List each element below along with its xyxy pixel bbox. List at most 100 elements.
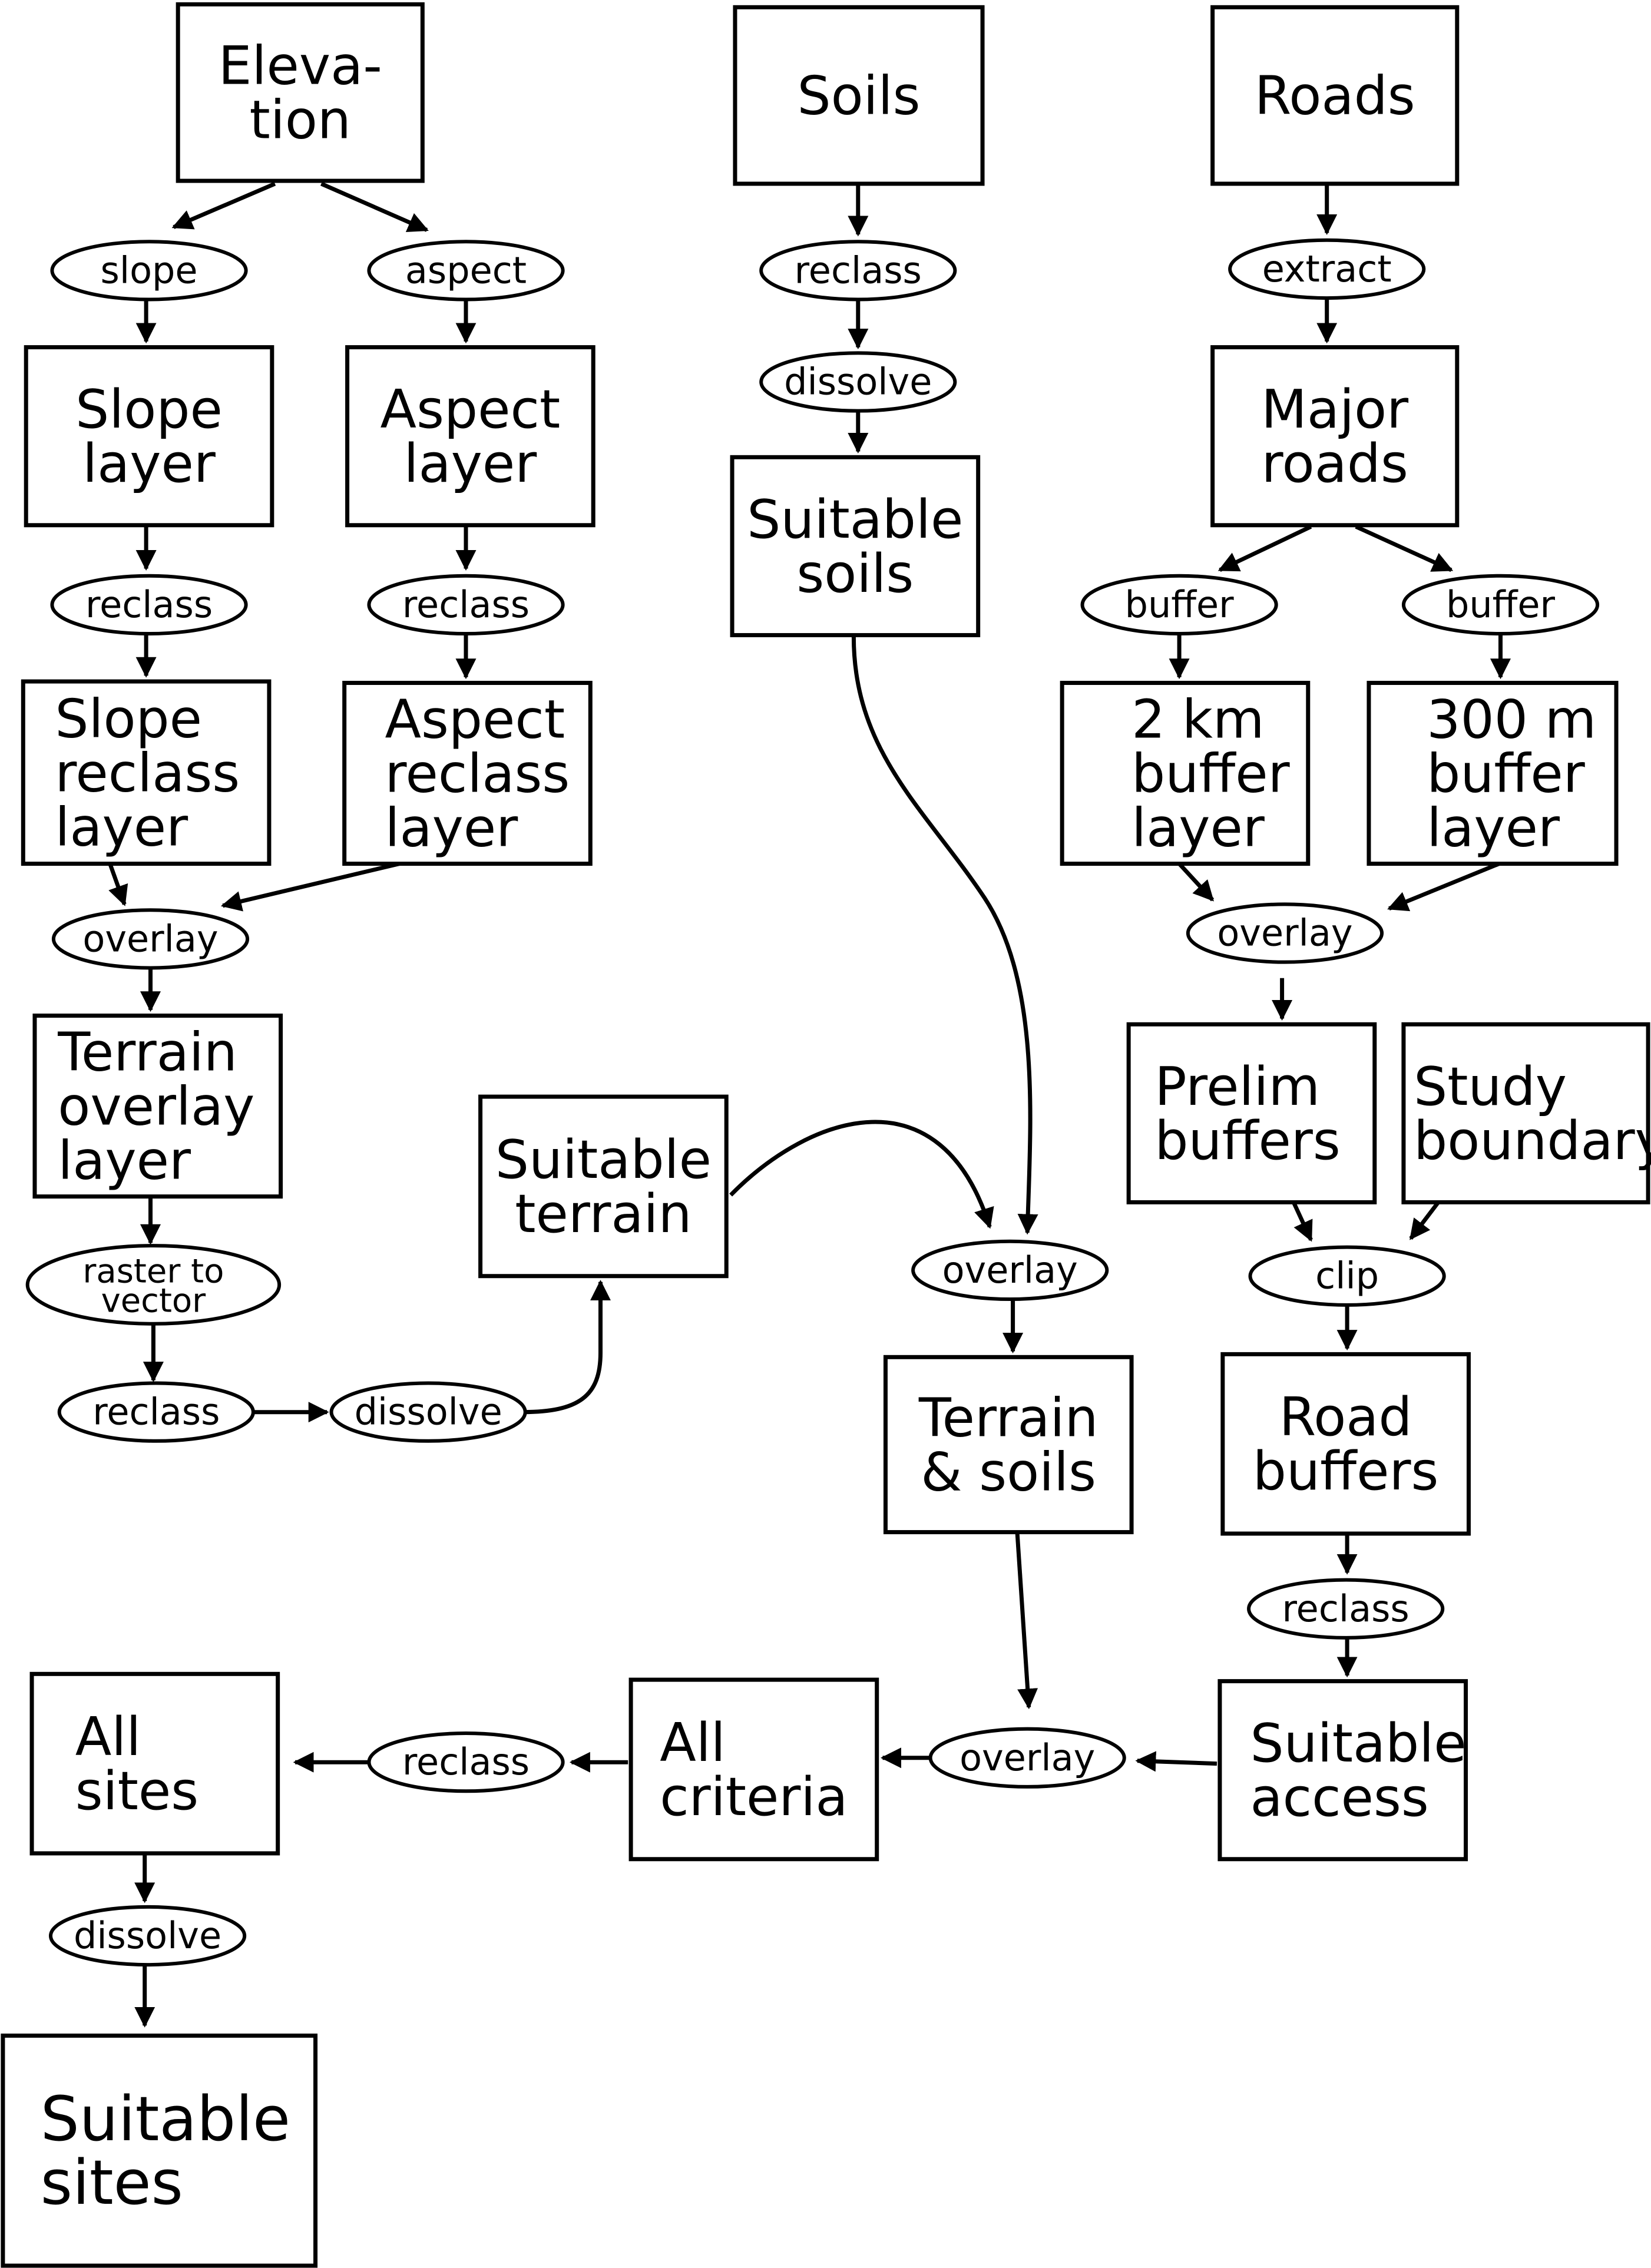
prelim-buffers-label-line: buffers: [1154, 1110, 1340, 1172]
soils-box: Soils: [733, 5, 985, 186]
aspect-reclass-layer-label-line: Aspect: [385, 689, 565, 751]
sites-dissolve-operation-label: dissolve: [74, 1914, 221, 1957]
slope-layer-label-line: layer: [82, 433, 216, 495]
major-roads-label-line: roads: [1262, 433, 1408, 495]
elevation-label-line: tion: [250, 90, 351, 151]
aspect-layer-label-line: Aspect: [381, 379, 561, 441]
slope-reclass-operation-label: reclass: [85, 583, 213, 626]
terrain-overlay-layer-label-line: overlay: [58, 1076, 254, 1138]
elevation-label-line: Eleva-: [219, 35, 382, 97]
buffer-2km-layer-label-line: buffer: [1131, 743, 1290, 805]
suitable-access-label-line: access: [1250, 1767, 1429, 1829]
300m-layer-to-overlay-arrow: [1387, 862, 1500, 912]
suitable-sites-label-line: Suitable: [41, 2083, 290, 2155]
terrain-reclass-operation-label: reclass: [92, 1390, 220, 1433]
aspect-layer-label-line: layer: [404, 433, 537, 495]
aspect-operation: aspect: [367, 240, 565, 302]
terrain-soils-to-final-overlay-arrow: [1015, 1532, 1038, 1710]
major-roads-to-buffer-2km-arrow: [1217, 525, 1312, 572]
study-boundary-to-clip-arrow: [1409, 1201, 1440, 1240]
slope-reclass-operation: reclass: [50, 574, 248, 635]
terrain-soils-box: Terrain& soils: [883, 1355, 1134, 1535]
terrain-soils-label-line: Terrain: [918, 1387, 1099, 1449]
suitable-sites-label-line: sites: [41, 2147, 183, 2219]
study-boundary-label-line: Study: [1414, 1056, 1567, 1118]
buffer-2km-operation: buffer: [1080, 574, 1278, 635]
slope-operation-label: slope: [101, 249, 198, 292]
terrain-soils-label-line: & soils: [921, 1441, 1096, 1503]
prelim-buffers-label-line: Prelim: [1154, 1056, 1320, 1118]
buffer-300m-operation: buffer: [1401, 574, 1600, 635]
major-roads-to-buffer-300m-arrow: [1355, 525, 1454, 572]
buffer-300m-layer-label-line: layer: [1427, 797, 1560, 859]
aspect-reclass-layer-label-line: layer: [385, 797, 518, 859]
slope-reclass-layer-label-line: reclass: [55, 742, 240, 804]
all-criteria-label-line: criteria: [660, 1766, 848, 1828]
suitable-soils-label-line: soils: [796, 543, 914, 605]
elevation-to-slope-arrow: [171, 181, 276, 230]
buffer-2km-layer-label-line: 2 km: [1131, 689, 1265, 751]
road-buffers-label-line: buffers: [1253, 1441, 1438, 1502]
all-sites-label-line: All: [75, 1706, 141, 1768]
terrain-dissolve-operation: dissolve: [329, 1381, 527, 1443]
connectors: [108, 181, 1511, 2028]
sites-dissolve-operation: dissolve: [48, 1905, 247, 1967]
slope-layer-label-line: Slope: [75, 379, 223, 441]
aspect-reclass-operation: reclass: [367, 574, 565, 635]
terrain-soils-overlay-operation: overlay: [911, 1239, 1109, 1302]
buffer-2km-layer-label-line: layer: [1131, 797, 1265, 859]
aspect-reclass-layer-label-line: reclass: [385, 743, 570, 805]
clip-operation-label: clip: [1315, 1254, 1379, 1297]
suitable-terrain-label-line: terrain: [515, 1183, 691, 1245]
dissolve-to-suitable-terrain-arrow: [522, 1280, 611, 1415]
terrain-soils-overlay-operation-label: overlay: [942, 1249, 1078, 1292]
soils-dissolve-operation-label: dissolve: [784, 360, 932, 403]
elevation-box: Eleva-tion: [176, 2, 425, 183]
suitable-access-to-final-overlay-arrow: [1135, 1751, 1217, 1772]
terrain-overlay-operation: overlay: [51, 908, 250, 970]
aspect-operation-label: aspect: [405, 249, 527, 292]
roads-overlay-operation-label: overlay: [1217, 912, 1352, 955]
road-buffers-label-line: Road: [1279, 1386, 1412, 1448]
soils-reclass-operation-label: reclass: [795, 249, 922, 292]
elevation-to-aspect-arrow: [320, 181, 429, 232]
terrain-overlay-layer-label-line: Terrain: [57, 1022, 237, 1084]
suitable-terrain-label-line: Suitable: [495, 1129, 712, 1191]
buffer-300m-operation-label: buffer: [1446, 583, 1556, 626]
all-criteria-label-line: All: [660, 1712, 726, 1774]
final-reclass-operation-label: reclass: [402, 1740, 530, 1783]
terrain-dissolve-operation-label: dissolve: [355, 1390, 502, 1433]
buffer-300m-layer-label-line: 300 m: [1427, 689, 1596, 751]
buffer-2km-operation-label: buffer: [1125, 583, 1235, 626]
aspect-reclass-layer-to-overlay-arrow: [220, 862, 400, 912]
study-boundary-label-line: boundary: [1414, 1110, 1651, 1172]
roads-box: Roads: [1210, 5, 1460, 186]
buffer-300m-layer-label-line: buffer: [1427, 743, 1585, 805]
major-roads-label-line: Major: [1261, 379, 1408, 441]
terrain-overlay-operation-label: overlay: [82, 917, 218, 960]
access-reclass-operation-label: reclass: [1282, 1587, 1410, 1630]
raster-to-vector-operation-label: raster to: [82, 1252, 224, 1290]
final-reclass-operation: reclass: [367, 1731, 565, 1793]
terrain-reclass-operation: reclass: [57, 1381, 255, 1443]
roads-overlay-operation: overlay: [1186, 902, 1384, 964]
extract-operation-label: extract: [1262, 247, 1392, 290]
clip-operation: clip: [1248, 1245, 1446, 1307]
soils-label-line: Soils: [797, 65, 920, 127]
aspect-reclass-operation-label: reclass: [402, 583, 530, 626]
suitable-soils-to-overlay-arrow: [851, 636, 1038, 1235]
